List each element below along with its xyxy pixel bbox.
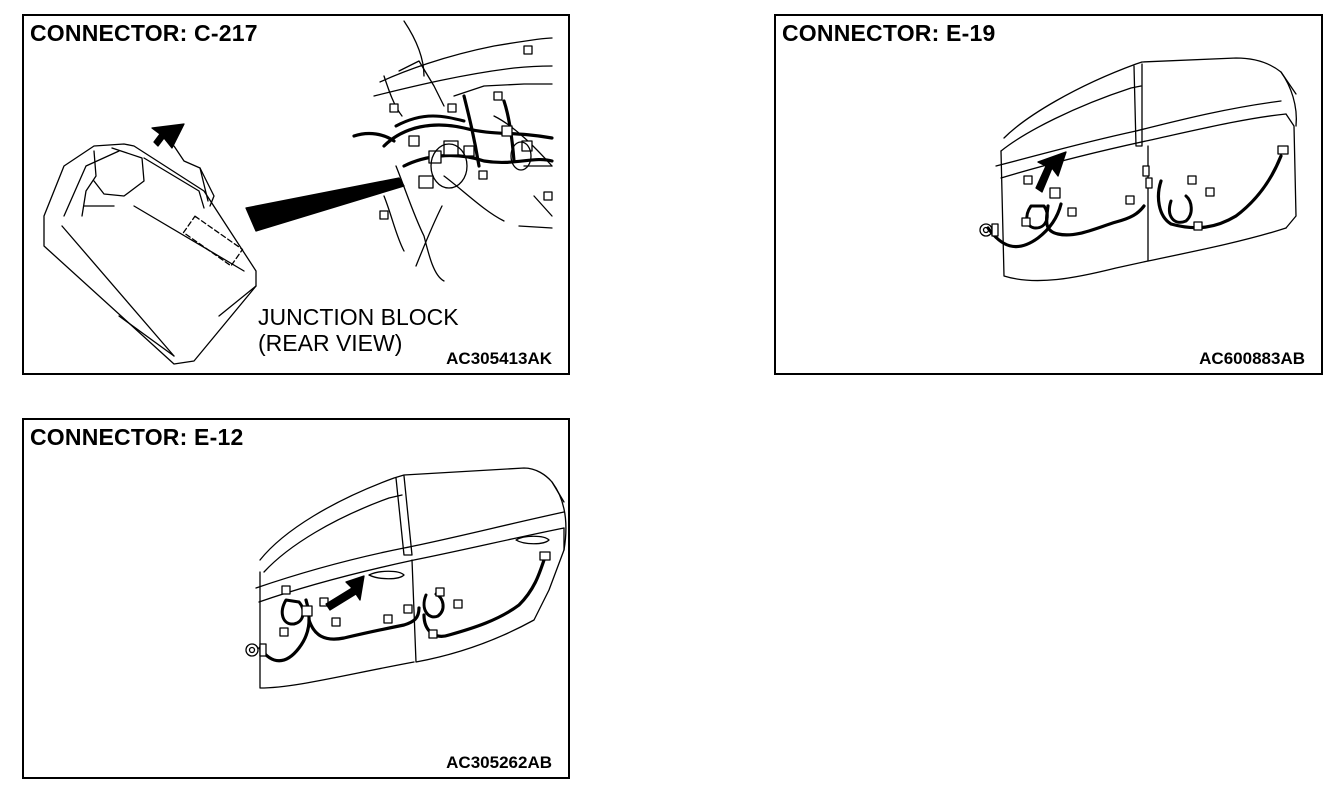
diagram-panel-c217: CONNECTOR: C-217 — [22, 14, 570, 375]
figure-code: AC305262AB — [446, 753, 552, 772]
car-doors-outline — [245, 467, 567, 689]
caption-line-1: JUNCTION BLOCK — [258, 304, 459, 330]
diagram-panel-e12: CONNECTOR: E-12 — [22, 418, 570, 779]
junction-block-illustration — [43, 20, 554, 365]
panel-title: CONNECTOR: E-19 — [782, 20, 996, 46]
arrow-icon — [151, 123, 185, 149]
panel-title: CONNECTOR: E-12 — [30, 424, 244, 450]
panel-title: CONNECTOR: C-217 — [30, 20, 258, 46]
junction-block-caption: JUNCTION BLOCK (REAR VIEW) — [258, 304, 459, 356]
door-illustration — [979, 57, 1297, 282]
door-illustration — [245, 467, 567, 689]
figure-code: AC305413AK — [446, 349, 552, 368]
pointer-wedge — [245, 177, 405, 232]
dashboard-illustration — [352, 20, 554, 282]
car-doors-outline — [979, 57, 1297, 282]
junction-block — [43, 143, 257, 365]
caption-line-2: (REAR VIEW) — [258, 330, 403, 356]
arrow-icon — [325, 575, 365, 611]
arrow-icon — [1035, 151, 1067, 193]
figure-code: AC600883AB — [1199, 349, 1305, 368]
diagram-panel-e19: CONNECTOR: E-19 — [774, 14, 1323, 375]
